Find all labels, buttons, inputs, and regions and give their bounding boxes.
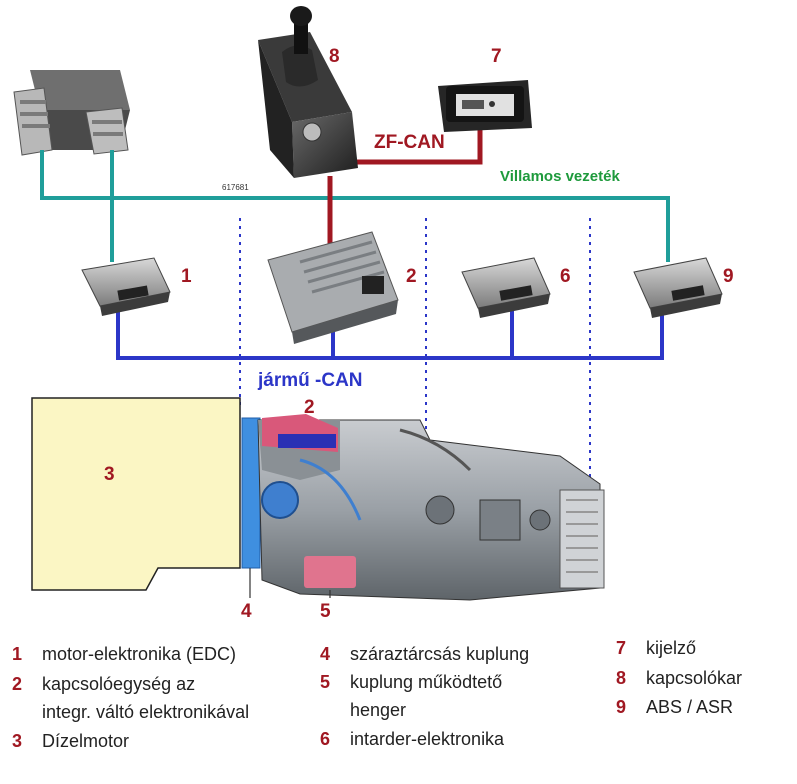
ecu-abs-asr xyxy=(633,257,723,318)
pedals xyxy=(13,70,130,156)
electric-wire xyxy=(40,150,670,262)
dotted-signal-lines xyxy=(239,218,591,488)
dry-clutch xyxy=(241,417,261,569)
clutch-actuator-cylinder xyxy=(304,556,356,588)
label-7: 7 xyxy=(491,46,502,67)
label-4: 4 xyxy=(241,601,252,622)
label-2-ecu: 2 xyxy=(406,266,417,287)
vehicle-can-bus xyxy=(116,306,664,360)
label-2-gearbox: 2 xyxy=(304,397,315,418)
display-unit xyxy=(438,80,532,132)
label-8: 8 xyxy=(329,46,340,67)
zf-can-label: ZF-CAN xyxy=(374,132,445,153)
label-9: 9 xyxy=(723,266,734,287)
label-5: 5 xyxy=(320,601,331,622)
legend-item-5-cont: henger xyxy=(350,700,407,720)
jarmu-can-label: jármű -CAN xyxy=(258,370,363,391)
gearbox xyxy=(257,414,605,601)
ecu-intarder xyxy=(461,257,551,318)
ecu-engine-edc xyxy=(81,257,171,316)
label-3: 3 xyxy=(104,464,115,485)
leader-lines xyxy=(249,568,331,598)
label-1: 1 xyxy=(181,266,192,287)
label-6: 6 xyxy=(560,266,571,287)
part-code-label: 617681 xyxy=(222,183,249,192)
diesel-engine xyxy=(31,397,241,591)
legend-item-2-cont: integr. váltó elektronikával xyxy=(42,702,250,722)
zf-can-line xyxy=(327,128,483,250)
shift-lever xyxy=(258,6,358,178)
ecu-transmission xyxy=(267,231,399,344)
integrated-gearbox-electronics-blue xyxy=(278,434,336,448)
villamos-vezetek-label: Villamos vezeték xyxy=(500,168,620,185)
